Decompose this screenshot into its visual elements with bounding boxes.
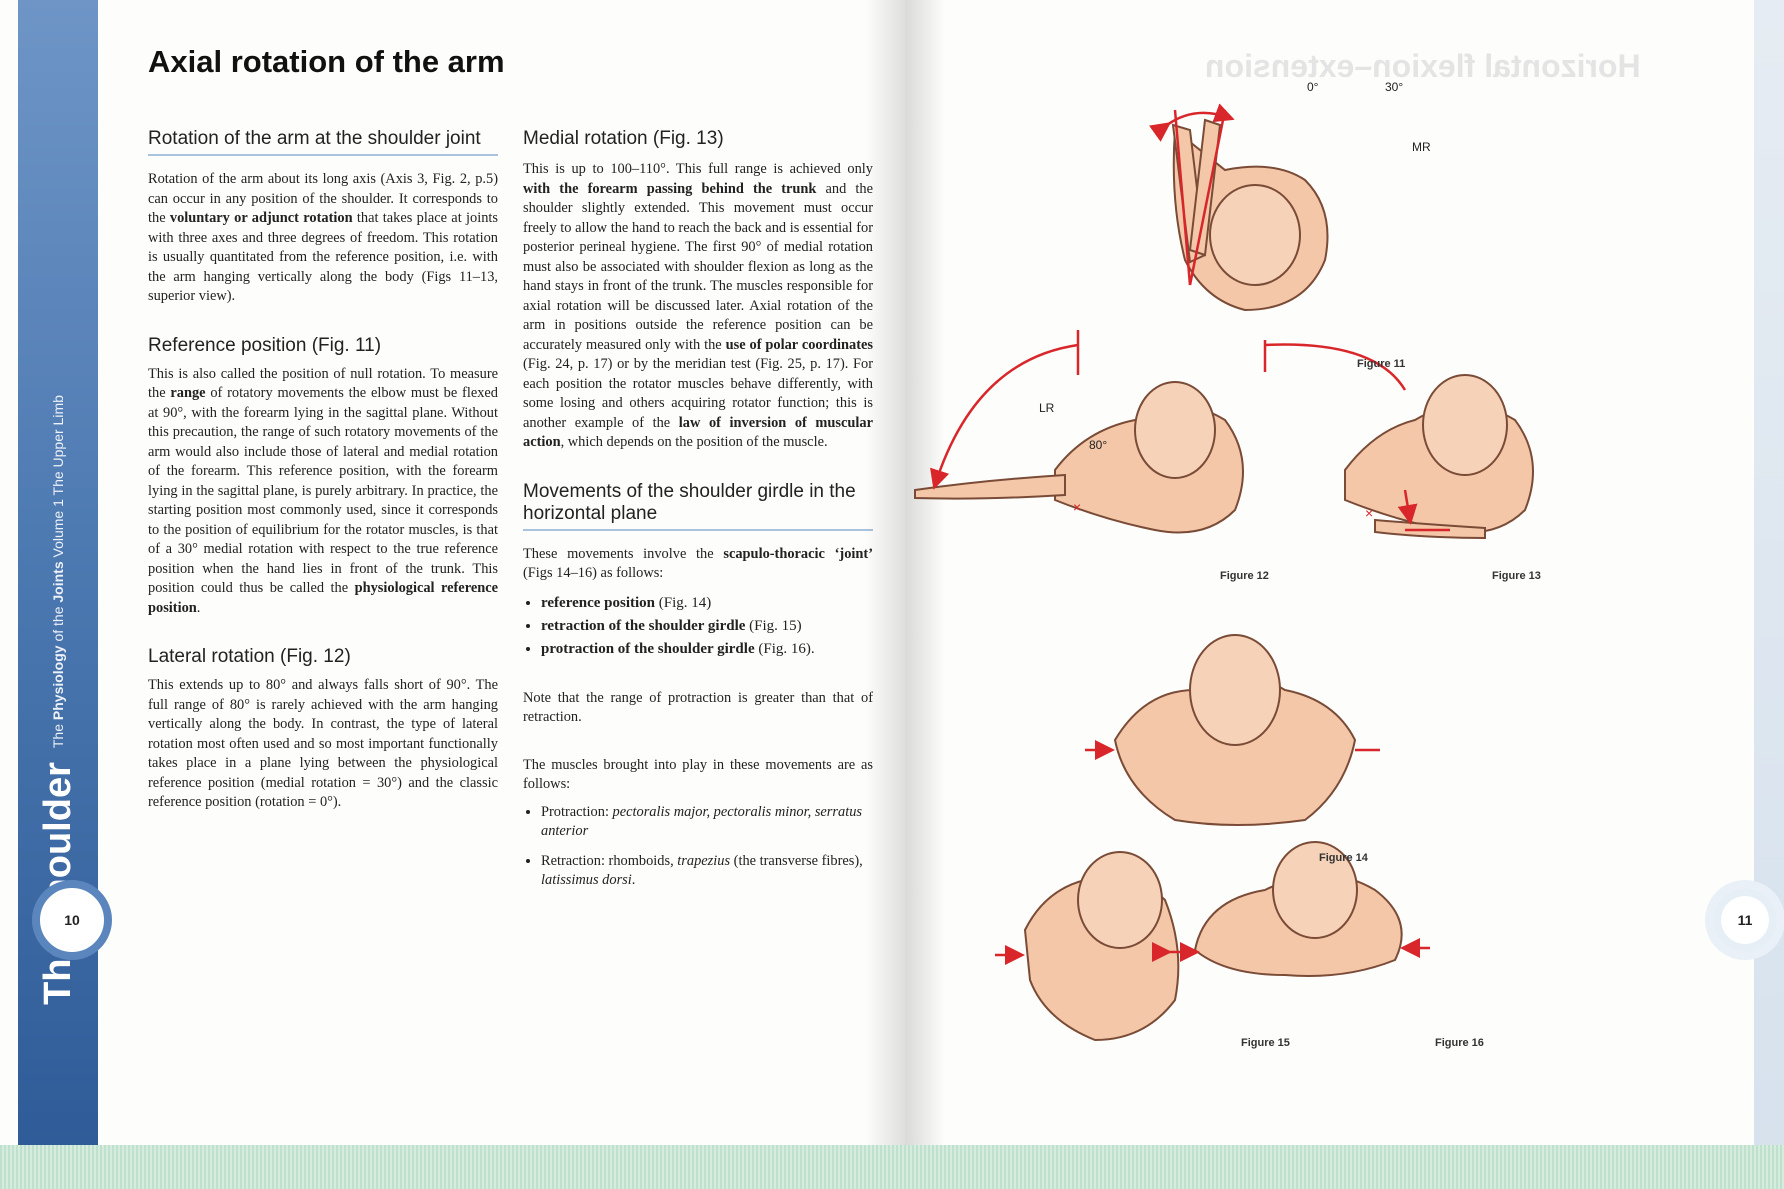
list-item: protraction of the shoulder girdle (Fig.… <box>541 638 873 661</box>
figure-15-drawing <box>995 851 1180 1042</box>
paragraph: The muscles brought into play in these m… <box>523 756 873 793</box>
section-heading: Reference position (Fig. 11) <box>148 334 382 356</box>
figure-13-label: Figure 13 <box>1492 570 1541 582</box>
page-number-right: 11 <box>1705 880 1784 960</box>
fig11-angle-0: 0° <box>1307 80 1319 94</box>
paragraph: Note that the range of protraction is gr… <box>523 689 873 726</box>
page-title: Axial rotation of the arm <box>148 44 505 79</box>
svg-text:×: × <box>1365 505 1373 521</box>
left-page: The Shoulder The Physiology of the Joint… <box>0 0 905 1145</box>
figure-11-drawing <box>1148 103 1329 312</box>
fig12-angle-80: 80° <box>1089 438 1108 452</box>
right-column: Medial rotation (Fig. 13) This is up to … <box>523 128 873 901</box>
figures-illustration: × × <box>914 103 1534 1042</box>
figure-12-label: Figure 12 <box>1220 570 1269 582</box>
paragraph: This extends up to 80° and always falls … <box>148 677 498 810</box>
svg-text:×: × <box>1073 499 1081 515</box>
figure-13-drawing: × <box>1263 340 1534 540</box>
paragraph: Rotation of the arm about its long axis … <box>148 171 498 304</box>
muscle-list: Protraction: pectoralis major, pectorali… <box>523 803 873 891</box>
paragraph: This is up to 100–110°. This full range … <box>523 161 873 450</box>
book-spread: The Shoulder The Physiology of the Joint… <box>0 0 1784 1145</box>
list-item: retraction of the shoulder girdle (Fig. … <box>541 615 873 638</box>
figure-16-drawing <box>1152 841 1430 977</box>
section-heading: Lateral rotation (Fig. 12) <box>148 646 351 667</box>
scan-background <box>0 1140 1784 1189</box>
chapter-band: The Shoulder The Physiology of the Joint… <box>18 0 98 1145</box>
figure-14-label: Figure 14 <box>1319 852 1368 864</box>
section-heading: Medial rotation (Fig. 13) <box>523 128 724 149</box>
band-subtitle: The Physiology of the Joints Volume 1 Th… <box>50 395 66 749</box>
figure-15-label: Figure 15 <box>1241 1037 1290 1049</box>
right-page: Horizontal flexion–extension 11 <box>905 0 1784 1145</box>
left-column: Rotation of the arm at the shoulder join… <box>148 128 498 841</box>
section-heading: Rotation of the arm at the shoulder join… <box>148 128 498 156</box>
fig12-lr: LR <box>1039 401 1055 415</box>
paragraph: This is also called the position of null… <box>148 365 498 616</box>
page-number-left: 10 <box>32 880 112 960</box>
figure-12-drawing: × <box>914 330 1244 534</box>
figure-11-label: Figure 11 <box>1357 358 1406 370</box>
list-item: Protraction: pectoralis major, pectorali… <box>541 803 873 842</box>
paragraph: These movements involve the scapulo-thor… <box>523 545 873 582</box>
list-item: reference position (Fig. 14) <box>541 592 873 615</box>
bullet-list: reference position (Fig. 14) retraction … <box>523 592 873 661</box>
list-item: Retraction: rhomboids, trapezius (the tr… <box>541 852 873 891</box>
fig11-angle-30: 30° <box>1385 80 1404 94</box>
figure-16-label: Figure 16 <box>1435 1037 1484 1049</box>
fig11-mr: MR <box>1412 140 1431 154</box>
figure-14-drawing <box>1085 634 1380 826</box>
section-heading: Movements of the shoulder girdle in the … <box>523 481 873 531</box>
